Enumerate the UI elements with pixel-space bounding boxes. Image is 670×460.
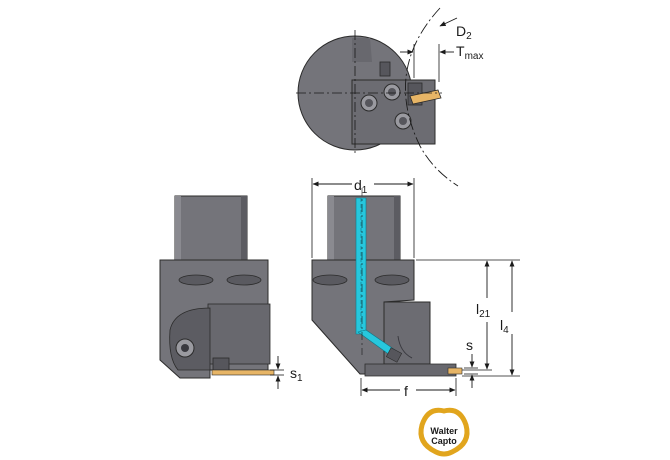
- left-clamp: [212, 357, 230, 371]
- top-view-clamp: [379, 61, 391, 77]
- left-shank-shade: [241, 196, 247, 260]
- screw-socket-3: [399, 117, 407, 125]
- logo-line1: Walter: [430, 426, 458, 436]
- left-side-view: s1: [159, 195, 303, 389]
- d2-leader: [439, 17, 458, 27]
- right-blade-contour: [397, 335, 413, 359]
- right-shank-shade: [394, 196, 400, 260]
- right-blade: [364, 363, 457, 377]
- right-slot-2: [374, 274, 410, 286]
- right-insert: [447, 367, 463, 375]
- screw-socket-1: [365, 99, 373, 107]
- right-side-view: d1 l21 l4 s f: [311, 177, 520, 399]
- top-view: D2 Tmax: [296, 7, 483, 187]
- screw-socket-2: [388, 88, 396, 96]
- top-view-insert: [409, 89, 442, 105]
- l4-label: l4: [500, 317, 509, 336]
- s1-label: s1: [290, 365, 303, 384]
- logo-ring: [418, 407, 470, 457]
- d2-arc: [404, 7, 459, 187]
- walter-capto-logo: Walter Capto: [418, 407, 470, 457]
- d1-label: d1: [354, 177, 368, 196]
- left-slot-2: [226, 274, 262, 286]
- left-insert: [211, 369, 275, 376]
- right-shank-highlight: [328, 196, 334, 260]
- left-shank: [174, 195, 248, 261]
- top-view-slot: [352, 38, 372, 62]
- l21-label: l21: [476, 301, 491, 320]
- tmax-label: Tmax: [456, 43, 483, 62]
- logo-line2: Capto: [431, 436, 457, 446]
- d2-label: D2: [456, 23, 472, 42]
- left-pocket: [207, 303, 271, 365]
- s-label: s: [466, 337, 473, 353]
- coolant-connector-bore: [181, 344, 189, 352]
- left-shank-highlight: [175, 196, 181, 260]
- coolant-nozzle: [385, 347, 403, 363]
- left-slot-1: [178, 274, 214, 286]
- f-label: f: [404, 383, 408, 399]
- right-slot-1: [312, 274, 348, 286]
